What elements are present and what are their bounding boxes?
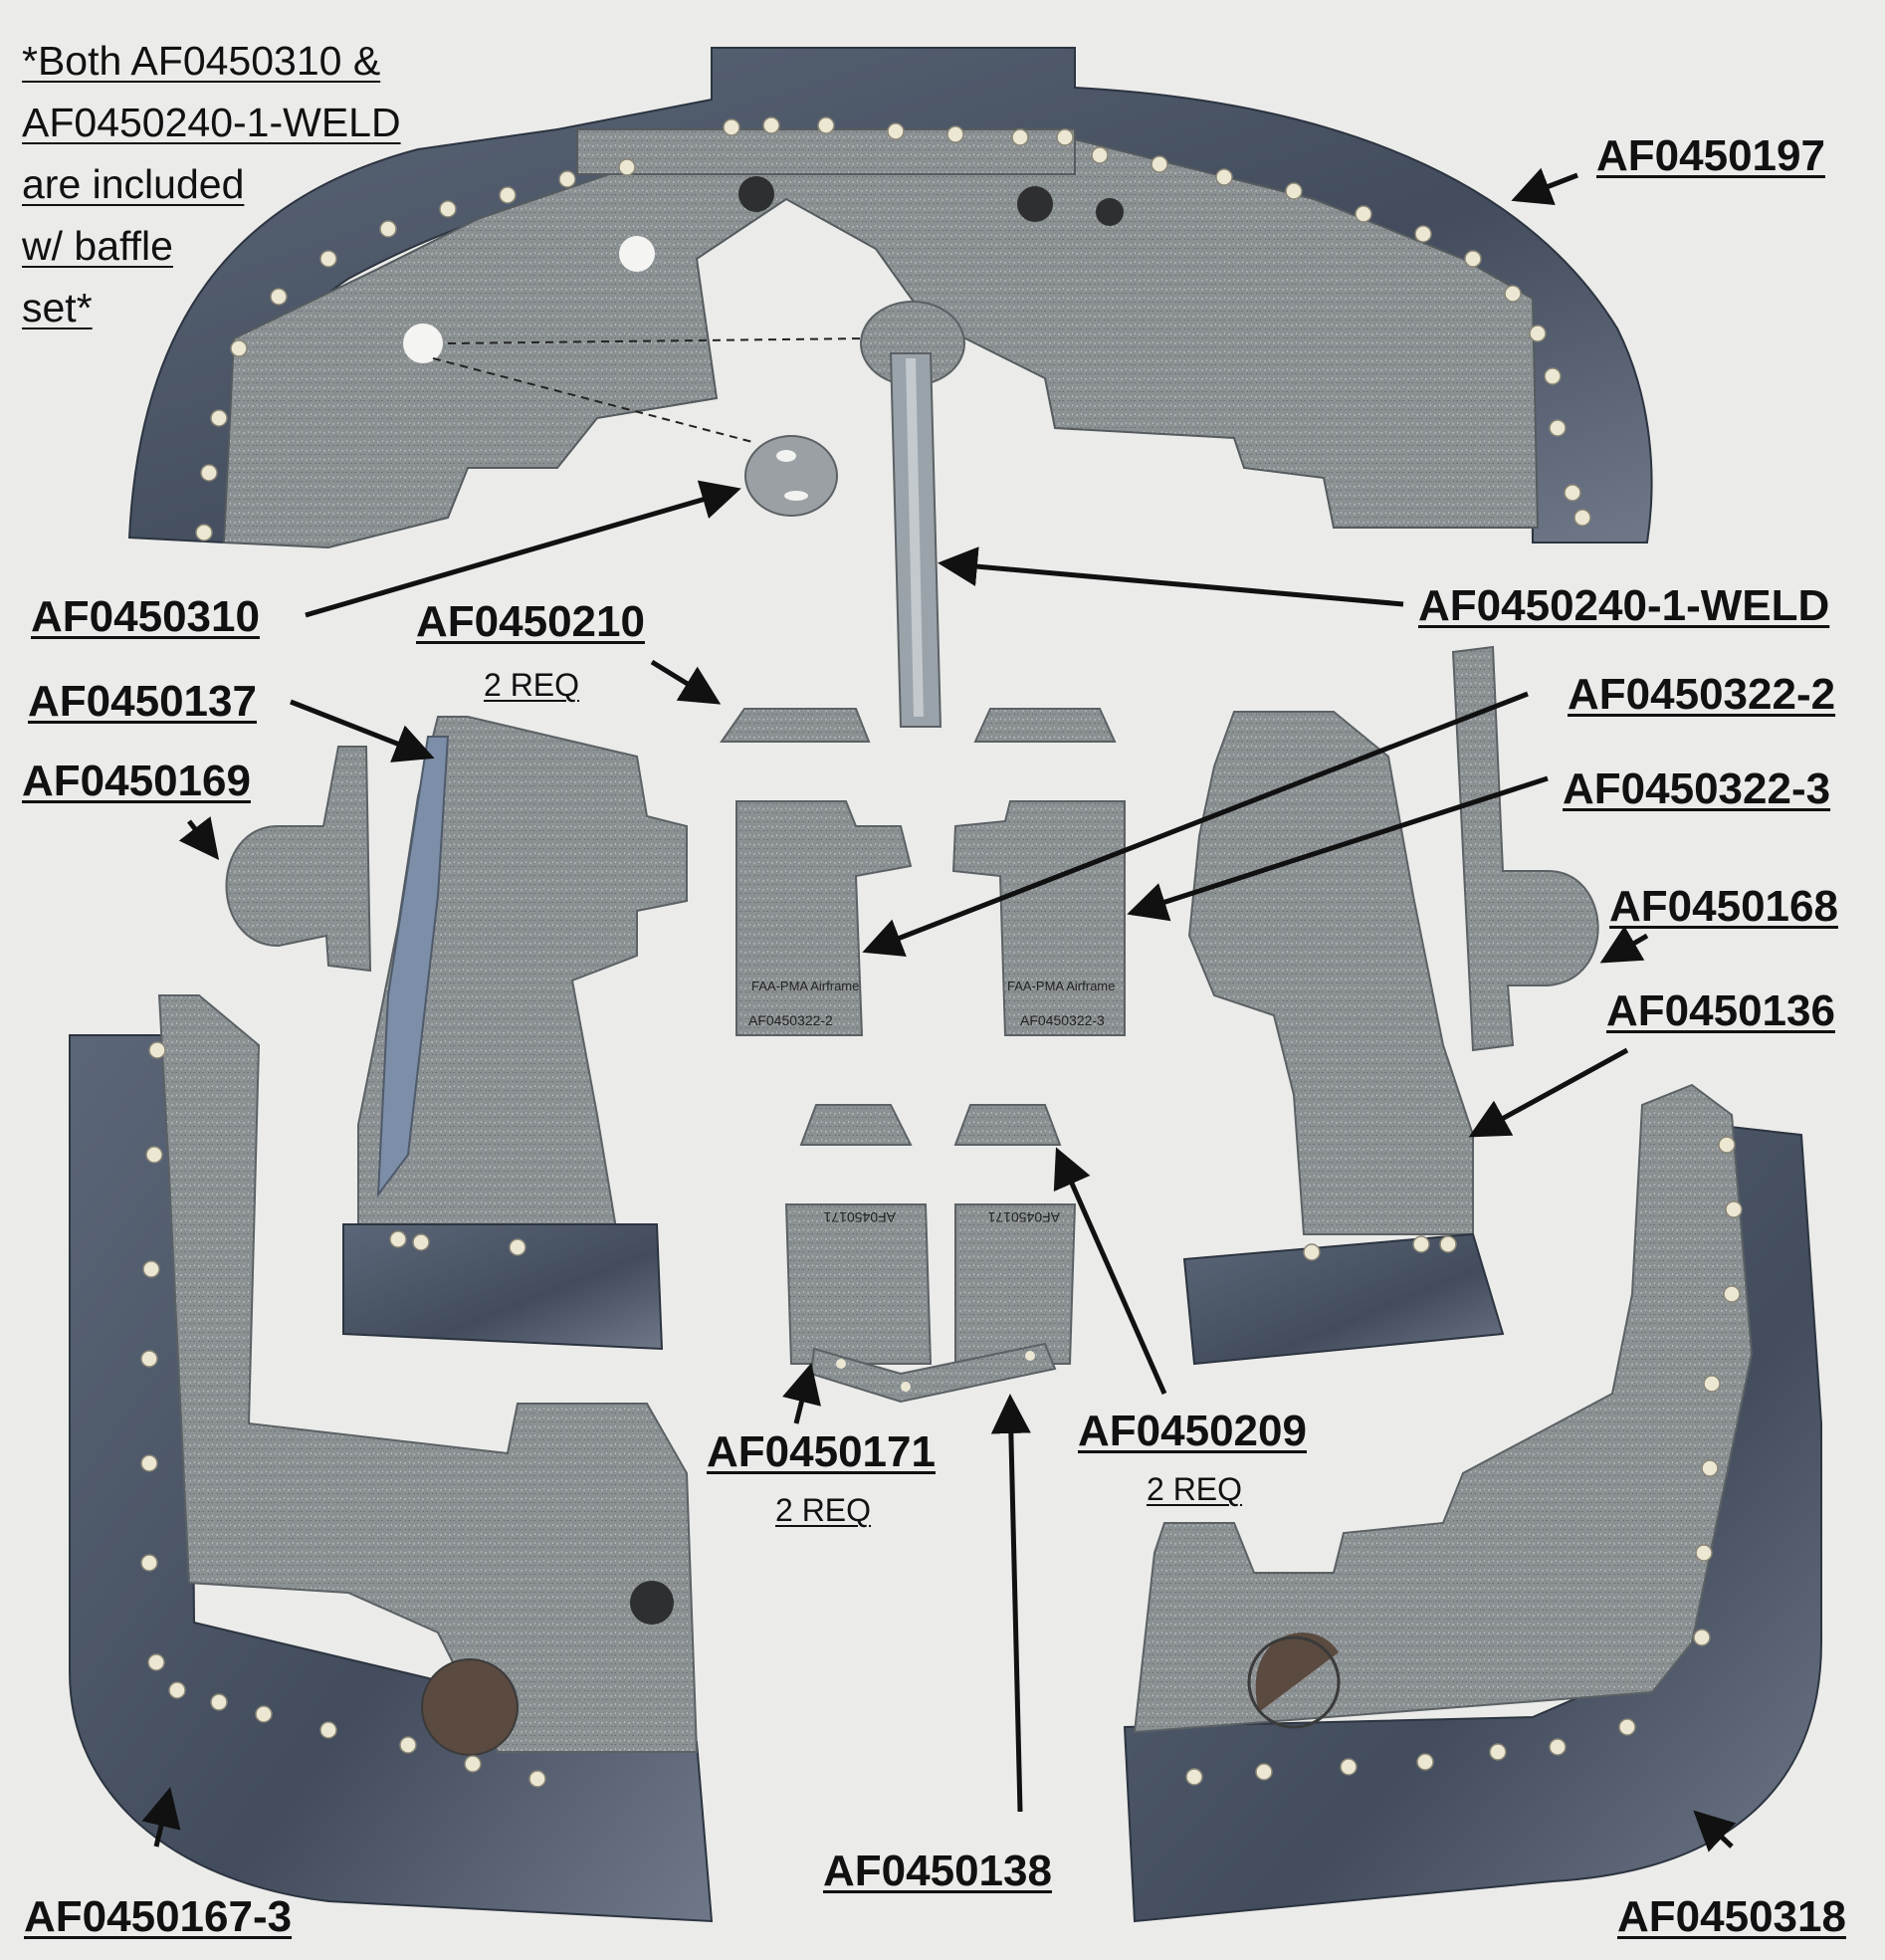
- label-af0450322-2: AF0450322-2: [1568, 670, 1836, 719]
- note-line-1: *Both AF0450310 &: [22, 38, 381, 84]
- part-af0450168: [1451, 645, 1599, 1052]
- qty-af0450210: 2 REQ: [484, 667, 580, 703]
- label-af0450322-3: AF0450322-3: [1563, 764, 1831, 813]
- label-af0450138: AF0450138: [823, 1847, 1052, 1895]
- label-af0450240-1-weld: AF0450240-1-WELD: [1418, 581, 1830, 630]
- part-af0450167-3: [69, 994, 714, 1923]
- stamp-af0450322-2: AF0450322-2: [748, 1012, 833, 1028]
- label-af0450168: AF0450168: [1609, 882, 1838, 931]
- part-af0450210: [720, 708, 1117, 743]
- note-line-2: AF0450240-1-WELD: [22, 100, 401, 145]
- part-af0450171: [784, 1203, 1077, 1365]
- label-af0450318: AF0450318: [1617, 1892, 1846, 1941]
- label-af0450137: AF0450137: [28, 677, 257, 726]
- part-af0450209: [799, 1104, 1062, 1146]
- part-af0450137: [342, 716, 688, 1351]
- note-line-4: w/ baffle: [22, 223, 173, 269]
- kit-note: *Both AF0450310 & AF0450240-1-WELD are i…: [22, 30, 420, 338]
- part-af0450240-1-weld: [860, 301, 965, 728]
- qty-af0450209: 2 REQ: [1147, 1471, 1243, 1507]
- label-af0450167-3: AF0450167-3: [24, 1892, 293, 1941]
- stamp-maker-322-2: FAA-PMA Airframe: [751, 979, 859, 993]
- label-af0450310: AF0450310: [31, 592, 260, 641]
- label-af0450169: AF0450169: [22, 757, 251, 805]
- part-af0450310: [744, 435, 838, 517]
- label-af0450136: AF0450136: [1606, 986, 1835, 1035]
- stamp-maker-322-3: FAA-PMA Airframe: [1007, 979, 1115, 993]
- part-af0450136: [1182, 711, 1505, 1366]
- part-af0450322: [735, 800, 1126, 1036]
- label-af0450210: AF0450210: [416, 597, 645, 646]
- label-af0450197: AF0450197: [1596, 131, 1825, 180]
- label-af0450171: AF0450171: [707, 1427, 936, 1476]
- note-line-3: are included: [22, 161, 245, 207]
- rear-baffle-rivets: [195, 116, 1591, 542]
- callout-arrows: [141, 167, 1737, 1852]
- part-af0450197: [127, 47, 1653, 549]
- part-af0450318: [1123, 1083, 1822, 1923]
- stamp-af0450171-a: AF0450171: [823, 1209, 896, 1225]
- stamp-af0450322-3: AF0450322-3: [1020, 1012, 1105, 1028]
- part-af0450169: [225, 746, 372, 973]
- label-af0450209: AF0450209: [1078, 1407, 1307, 1455]
- qty-af0450171: 2 REQ: [775, 1492, 872, 1528]
- stamp-af0450171-b: AF0450171: [987, 1209, 1060, 1225]
- note-line-5: set*: [22, 285, 93, 330]
